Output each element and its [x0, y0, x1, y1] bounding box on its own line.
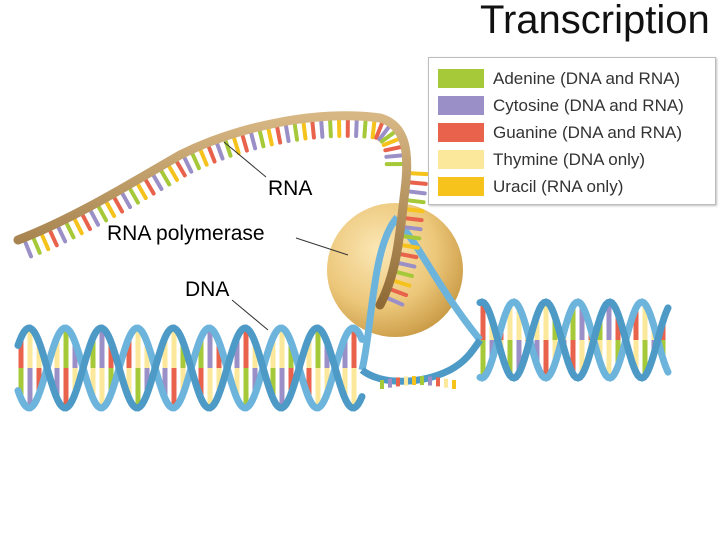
rna-backbone	[13, 111, 412, 310]
nucleotide-legend: Adenine (DNA and RNA) Cytosine (DNA and R…	[428, 57, 716, 205]
rna-label: RNA	[268, 177, 313, 200]
rna-pointer-line	[223, 141, 267, 178]
adenine-swatch	[438, 69, 484, 88]
transcription-bubble	[358, 214, 483, 389]
legend-row: Uracil (RNA only)	[438, 173, 715, 200]
legend-label: Adenine (DNA and RNA)	[493, 68, 681, 88]
legend-row: Cytosine (DNA and RNA)	[438, 92, 715, 119]
coding-strand	[359, 338, 483, 385]
legend-label: Cytosine (DNA and RNA)	[493, 95, 684, 115]
polymerase-pointer-line	[295, 237, 349, 256]
dna-pointer-line	[231, 299, 269, 331]
dna-backbone	[476, 298, 672, 382]
legend-row: Thymine (DNA only)	[438, 146, 715, 173]
legend-label: Guanine (DNA and RNA)	[493, 122, 682, 142]
legend-row: Guanine (DNA and RNA)	[438, 119, 715, 146]
cytosine-swatch	[438, 96, 484, 115]
dna-double-helix	[14, 298, 672, 412]
rna-strand	[13, 111, 412, 310]
guanine-swatch	[438, 123, 484, 142]
label-pointer-lines	[223, 141, 349, 331]
thymine-swatch	[438, 150, 484, 169]
dna-backbone	[476, 298, 672, 382]
uracil-swatch	[438, 177, 484, 196]
legend-label: Thymine (DNA only)	[493, 149, 646, 169]
dna-label: DNA	[185, 278, 230, 301]
legend-row: Adenine (DNA and RNA)	[438, 65, 715, 92]
template-strand	[358, 214, 483, 371]
rna-polymerase-label: RNA polymerase	[107, 222, 265, 245]
page-title: Transcription	[480, 0, 710, 42]
dna-backbone	[14, 324, 366, 412]
legend-label: Uracil (RNA only)	[493, 176, 624, 196]
